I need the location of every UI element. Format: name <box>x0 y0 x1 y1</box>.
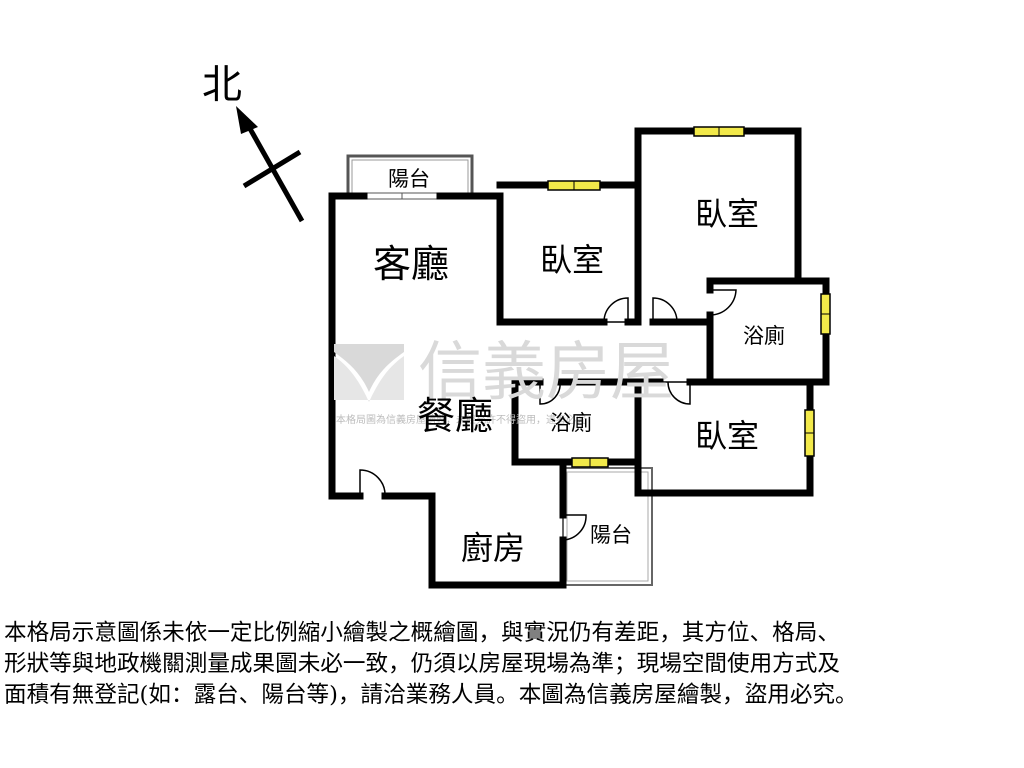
balcony-top-label: 陽台 <box>388 167 430 191</box>
balcony-bottom-label: 陽台 <box>590 523 632 547</box>
watermark-brand: 信義房屋 <box>418 336 674 410</box>
bedroom-middle-label: 臥室 <box>540 241 604 279</box>
disclaimer-text: 本格局示意圖係未依一定比例縮小繪製之概繪圖，與實況仍有差距，其方位、格局、 形狀… <box>4 620 858 708</box>
floor-plan: 北 <box>202 62 831 589</box>
dining-room-label: 餐廳 <box>417 394 493 438</box>
walls <box>328 127 830 589</box>
bathroom-right-label: 浴廁 <box>743 324 785 348</box>
watermark-logo-icon <box>334 344 404 402</box>
north-label: 北 <box>202 62 242 108</box>
kitchen-label: 廚房 <box>461 529 525 567</box>
balcony-bottom <box>562 467 653 586</box>
watermark-small-text: 本格局圖為信義房屋繪製，未經允許不得盜用，違者必究 <box>336 413 586 426</box>
watermark: 信義房屋 本格局圖為信義房屋繪製，未經允許不得盜用，違者必究 <box>334 336 674 426</box>
windows <box>547 126 831 468</box>
north-arrow-icon <box>236 106 305 223</box>
bedroom-top-right-label: 臥室 <box>695 195 759 233</box>
doors <box>359 289 737 541</box>
bedroom-bottom-right-label: 臥室 <box>695 417 759 455</box>
living-room-label: 客廳 <box>373 242 449 286</box>
bathroom-center-label: 浴廁 <box>550 411 592 435</box>
